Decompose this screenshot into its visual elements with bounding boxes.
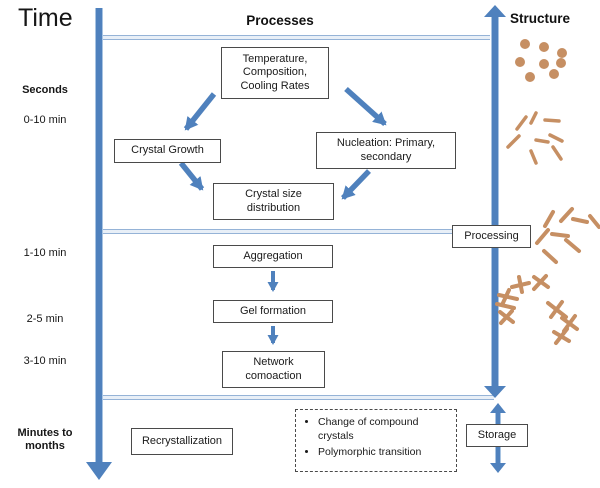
processing-box: Processing: [452, 225, 531, 248]
structure-axis-bar: [491, 16, 499, 386]
arrow-temp-to-nucleation: [344, 86, 387, 127]
time-label-2-5min: 2-5 min: [26, 313, 64, 325]
storage-box: Storage: [466, 424, 528, 447]
structure-column-title: Structure: [510, 11, 571, 26]
storage-changes-list: Change of compound crystals Polymorphic …: [298, 415, 452, 460]
storage-arrow-up-head-icon: [490, 403, 506, 413]
structure-axis-up-arrowhead-icon: [484, 5, 506, 17]
crystal-size-distribution-box: Crystal size distribution: [213, 183, 334, 220]
storage-changes-notes-box: Change of compound crystals Polymorphic …: [295, 409, 457, 472]
time-label-minutes-months: Minutes to months: [17, 427, 73, 453]
time-axis-title: Time: [18, 4, 73, 32]
time-label-seconds: Seconds: [22, 84, 68, 96]
note-polymorphic-transition: Polymorphic transition: [318, 445, 452, 459]
nucleation-box: Nucleation: Primary, secondary: [316, 132, 456, 169]
stage-divider-top: [103, 35, 490, 40]
crystal-rods-icon: [535, 207, 600, 264]
stage-divider-processing: [103, 229, 492, 234]
temperature-composition-box: Temperature, Composition, Cooling Rates: [221, 47, 329, 99]
aggregation-box: Aggregation: [213, 245, 333, 268]
time-label-1-10min: 1-10 min: [23, 247, 67, 259]
arrow-nucleation-to-csd: [341, 169, 371, 200]
crystal-needles-icon: [506, 111, 564, 165]
arrow-growth-to-csd: [178, 161, 205, 191]
gel-formation-box: Gel formation: [213, 300, 333, 323]
crystal-network-icon: [495, 274, 579, 345]
note-change-of-compound-crystals: Change of compound crystals: [318, 415, 452, 443]
processes-column-title: Processes: [246, 13, 314, 28]
time-axis-bar: [95, 8, 103, 462]
structure-axis-down-arrowhead-icon: [484, 386, 506, 398]
time-axis-down-arrowhead-icon: [86, 462, 112, 480]
stage-divider-storage: [103, 395, 494, 400]
network-compaction-box: Network comoaction: [222, 351, 325, 388]
time-label-0-10min: 0-10 min: [23, 114, 67, 126]
storage-arrow-down-head-icon: [490, 463, 506, 473]
crystal-growth-box: Crystal Growth: [114, 139, 221, 163]
recrystallization-box: Recrystallization: [131, 428, 233, 455]
arrow-temp-to-growth: [183, 92, 217, 131]
time-label-3-10min: 3-10 min: [23, 355, 67, 367]
nucleation-dots-icon: [515, 39, 567, 82]
